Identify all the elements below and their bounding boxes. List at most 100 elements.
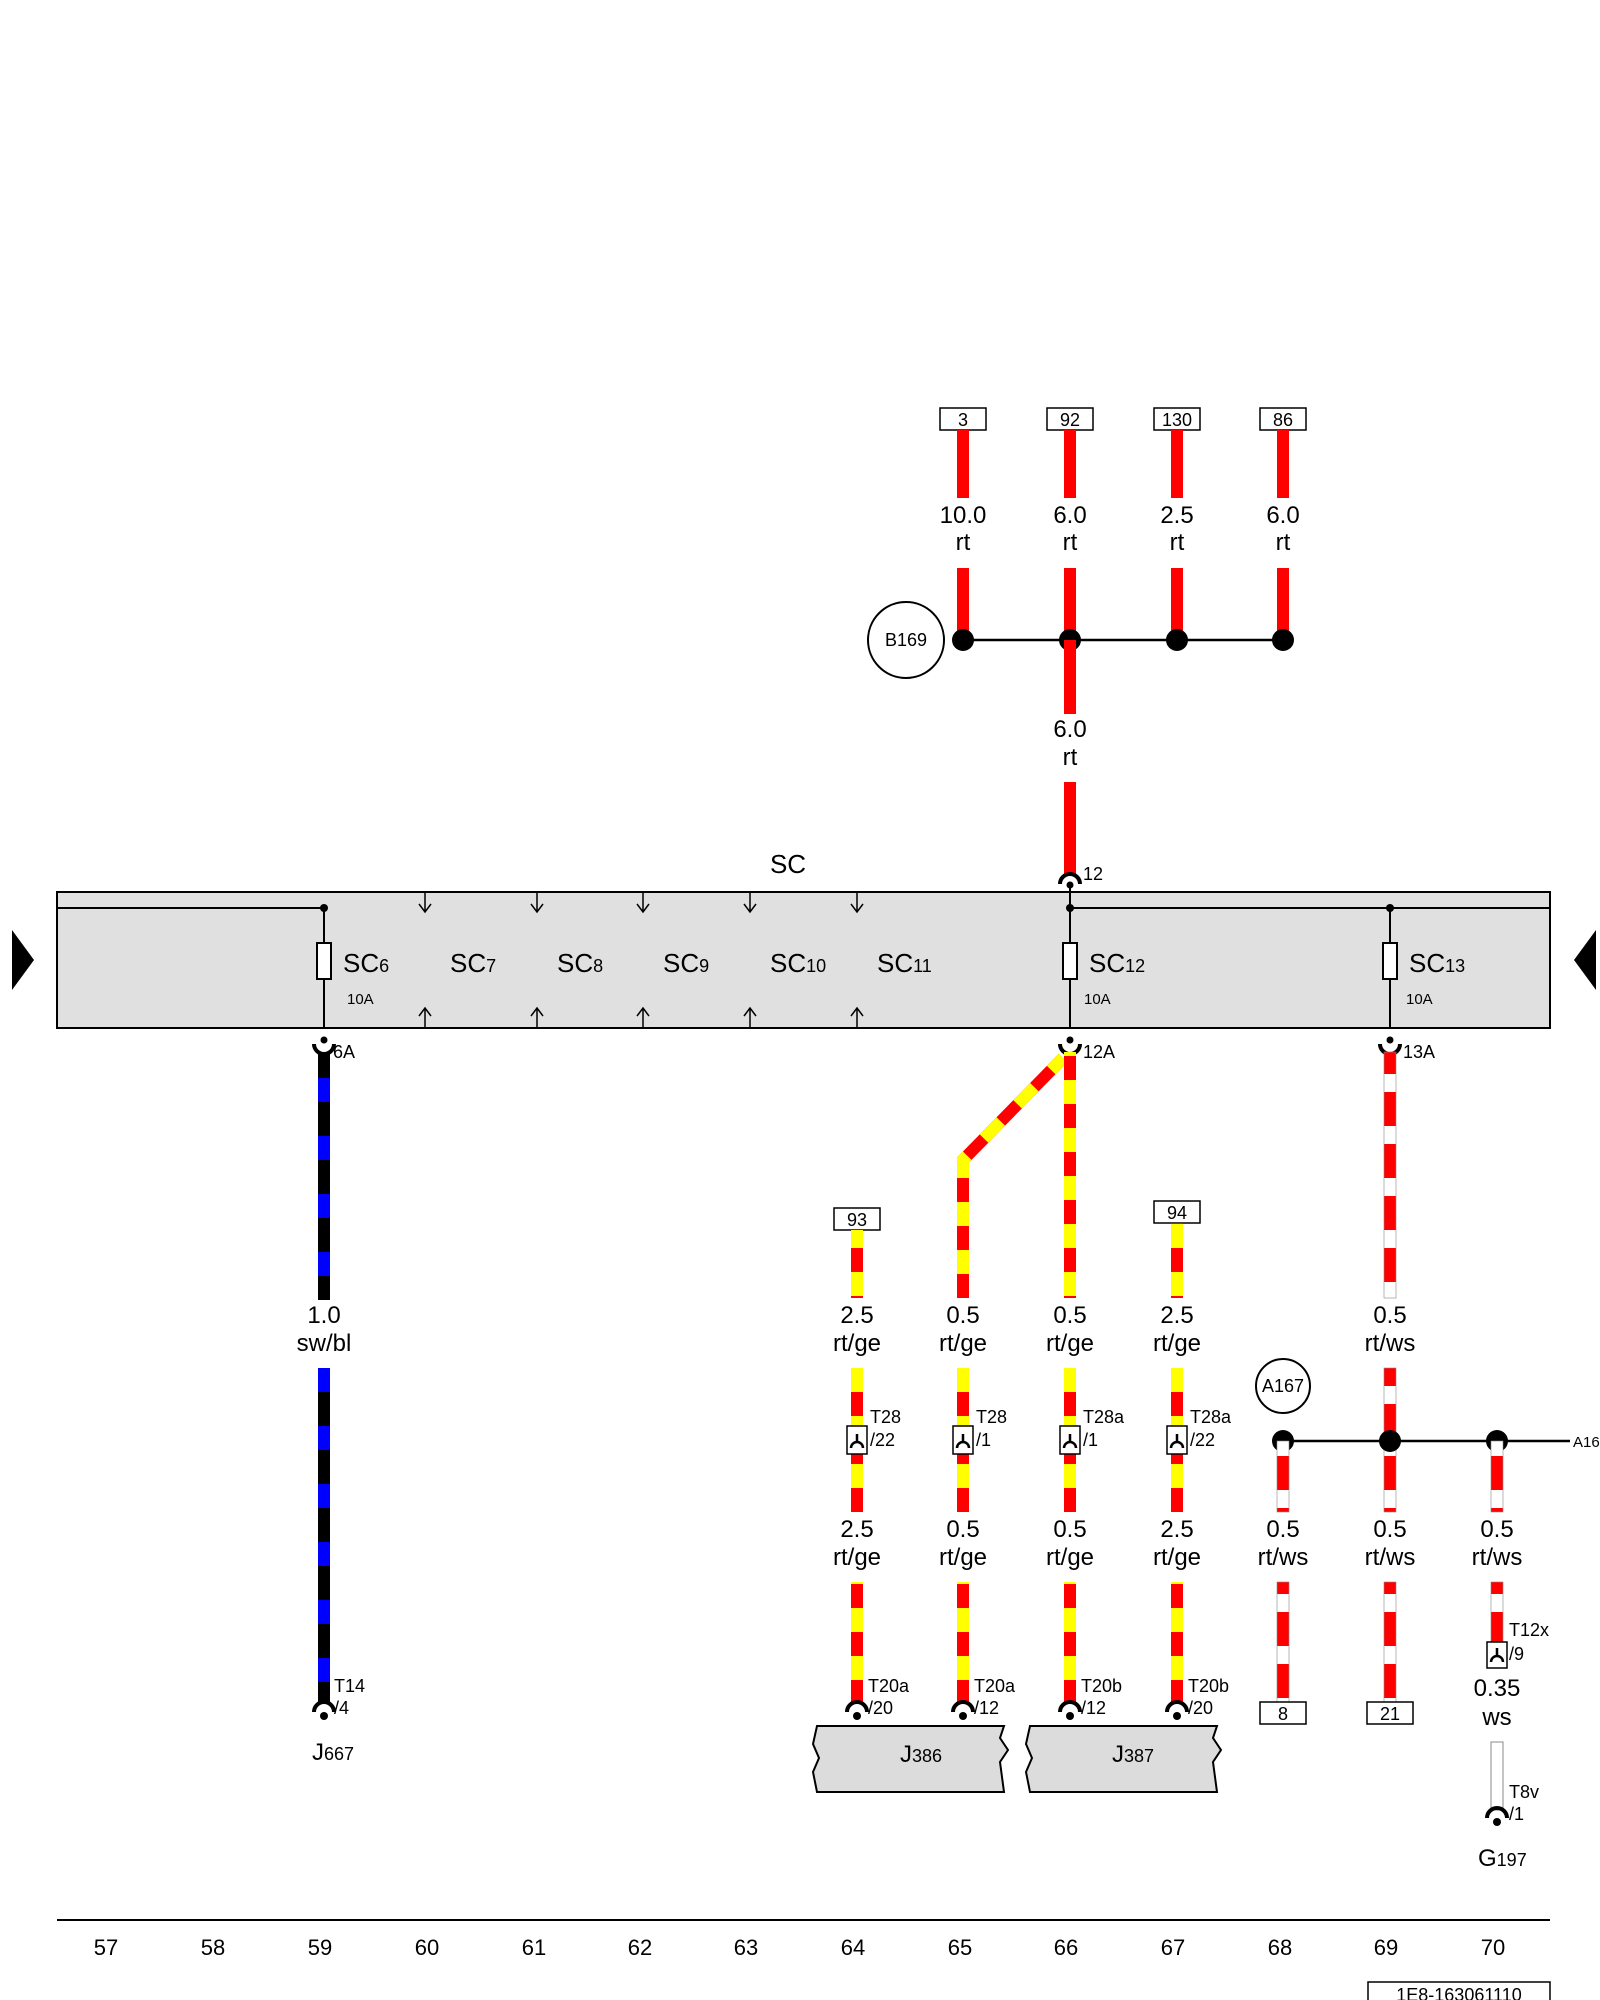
fuse-sc8[interactable]: SC8 <box>530 892 603 1028</box>
connector-t28-1[interactable]: T28 /1 <box>952 1407 1007 1455</box>
wire-size-65-lower: 0.5 <box>946 1516 979 1543</box>
wire-size-66-upper: 0.5 <box>1053 1302 1086 1329</box>
splice-node[interactable] <box>1379 1430 1401 1452</box>
wire-color-top-92: rt <box>1063 529 1078 556</box>
splice-node[interactable] <box>952 629 974 651</box>
column-number: 65 <box>948 1935 972 1960</box>
component-j387[interactable]: J387 <box>1024 1725 1223 1793</box>
wire-top-130-lower[interactable] <box>1171 568 1183 640</box>
column-number: 60 <box>415 1935 439 1960</box>
wire-top-130-upper[interactable] <box>1171 430 1183 498</box>
connector-pin-icon <box>955 1434 971 1449</box>
fuse-sc6[interactable]: SC6 10A 6A <box>316 904 389 1062</box>
column-number: 64 <box>841 1935 865 1960</box>
connector-t8v-1[interactable]: T8v /1 <box>1485 1782 1539 1826</box>
wire-68-bottom[interactable] <box>1276 1581 1290 1703</box>
component-j386[interactable]: J386 <box>811 1725 1010 1793</box>
wire-70-mid[interactable] <box>1490 1440 1504 1513</box>
fuse-sc8-label: SC8 <box>557 948 603 978</box>
wire-color-67-lower: rt/ge <box>1153 1544 1201 1571</box>
wire-top-86-upper[interactable] <box>1277 430 1289 498</box>
connector-name: T28 <box>976 1407 1007 1427</box>
wire-64-top[interactable] <box>851 1230 863 1298</box>
fuse-bus-name: SC <box>770 849 806 879</box>
slot-mark-top <box>418 892 432 914</box>
column-number: 69 <box>1374 1935 1398 1960</box>
connector-name: T20b <box>1188 1676 1229 1696</box>
wire-top-3-lower[interactable] <box>957 568 969 640</box>
wire-top-86-lower[interactable] <box>1277 568 1289 640</box>
column-number: 67 <box>1161 1935 1185 1960</box>
fuse-sc13[interactable]: SC13 10A 13A <box>1382 904 1465 1062</box>
ref-label-21: 21 <box>1380 1704 1400 1724</box>
wire-top-92-lower[interactable] <box>1064 568 1076 640</box>
wire-feed-upper[interactable] <box>1064 640 1076 714</box>
splice-a167-label: A167 <box>1262 1376 1304 1396</box>
wire-top-92-upper[interactable] <box>1064 430 1076 498</box>
wire-size-66-lower: 0.5 <box>1053 1516 1086 1543</box>
wire-68-mid[interactable] <box>1276 1440 1290 1513</box>
fuse-sc10[interactable]: SC10 <box>743 892 826 1028</box>
fuse-sc7[interactable]: SC7 <box>418 892 496 1028</box>
connector-t28a-22[interactable]: T28a /22 <box>1166 1407 1232 1455</box>
wire-65-bottom[interactable] <box>957 1582 969 1704</box>
bus-output-terminals <box>312 1036 1402 1056</box>
ref-box-21[interactable] <box>1366 1701 1414 1725</box>
splice-node[interactable] <box>1166 629 1188 651</box>
column-number: 66 <box>1054 1935 1078 1960</box>
slot-mark-bottom <box>636 1006 650 1028</box>
wire-color-ws: ws <box>1481 1704 1511 1731</box>
wire-66-bottom[interactable] <box>1064 1582 1076 1704</box>
wire-size-top-130: 2.5 <box>1160 502 1193 529</box>
connector-pin: /20 <box>1188 1698 1213 1718</box>
fuse-sc9[interactable]: SC9 <box>636 892 709 1028</box>
ref-box-8[interactable] <box>1259 1701 1307 1725</box>
wire-66-top[interactable] <box>1064 1052 1076 1298</box>
wire-64-bottom[interactable] <box>851 1582 863 1704</box>
page-next-arrow[interactable] <box>1574 930 1596 990</box>
splice-a16-continuation[interactable]: A16 <box>1573 1434 1600 1451</box>
splice-b169-badge[interactable] <box>867 601 945 679</box>
wire-color-top-86: rt <box>1276 529 1291 556</box>
wire-69-top[interactable] <box>1383 1051 1397 1299</box>
wire-swbl-lower[interactable] <box>318 1368 330 1704</box>
component-g197-label[interactable]: G197 <box>1478 1845 1527 1872</box>
wire-size-70-lower: 0.5 <box>1480 1516 1513 1543</box>
wire-67-top[interactable] <box>1171 1223 1183 1298</box>
slot-mark-bottom <box>530 1006 544 1028</box>
connector-pin: /20 <box>868 1698 893 1718</box>
connector-t20b-20[interactable]: T20b /20 <box>1165 1676 1229 1720</box>
connector-pin: /12 <box>974 1698 999 1718</box>
column-number: 61 <box>522 1935 546 1960</box>
connector-t12x-9[interactable]: T12x /9 <box>1486 1620 1549 1669</box>
wire-top-3-upper[interactable] <box>957 430 969 498</box>
connector-t20a-20[interactable]: T20a /20 <box>845 1676 910 1720</box>
connector-t28-22[interactable]: T28 /22 <box>846 1407 901 1455</box>
splice-node[interactable] <box>1272 629 1294 651</box>
component-j667-label[interactable]: J667 <box>312 1739 354 1766</box>
wire-swbl-upper[interactable] <box>318 1052 330 1300</box>
connector-t20b-12[interactable]: T20b /12 <box>1058 1676 1122 1720</box>
fuse-sc12[interactable]: 12 SC12 10A 12A <box>1058 864 1145 1062</box>
component-j386-label: J386 <box>900 1741 942 1768</box>
connector-name: T8v <box>1509 1782 1539 1802</box>
wire-size-67-upper: 2.5 <box>1160 1302 1193 1329</box>
connector-t28a-1[interactable]: T28a /1 <box>1059 1407 1125 1455</box>
column-number: 68 <box>1268 1935 1292 1960</box>
doc-id: 1E8-163061110 <box>1396 1985 1521 2000</box>
wire-color-67-upper: rt/ge <box>1153 1330 1201 1357</box>
ref-label-8: 8 <box>1278 1704 1288 1724</box>
splice-b169-label: B169 <box>885 630 927 650</box>
splice-a167-badge[interactable] <box>1255 1358 1311 1414</box>
wire-70-ws[interactable] <box>1490 1741 1504 1811</box>
fuse-sc11[interactable]: SC11 <box>850 892 932 1028</box>
wire-70-rtws-bottom[interactable] <box>1490 1581 1504 1643</box>
connector-name: T12x <box>1509 1620 1549 1640</box>
wire-color-66-lower: rt/ge <box>1046 1544 1094 1571</box>
page-prev-arrow[interactable] <box>12 930 34 990</box>
connector-t20a-12[interactable]: T20a /12 <box>951 1676 1016 1720</box>
wire-69-bottom[interactable] <box>1383 1581 1397 1703</box>
wire-65-branch[interactable] <box>957 1053 1068 1298</box>
wire-feed-lower[interactable] <box>1064 782 1076 874</box>
wire-67-bottom[interactable] <box>1171 1582 1183 1704</box>
